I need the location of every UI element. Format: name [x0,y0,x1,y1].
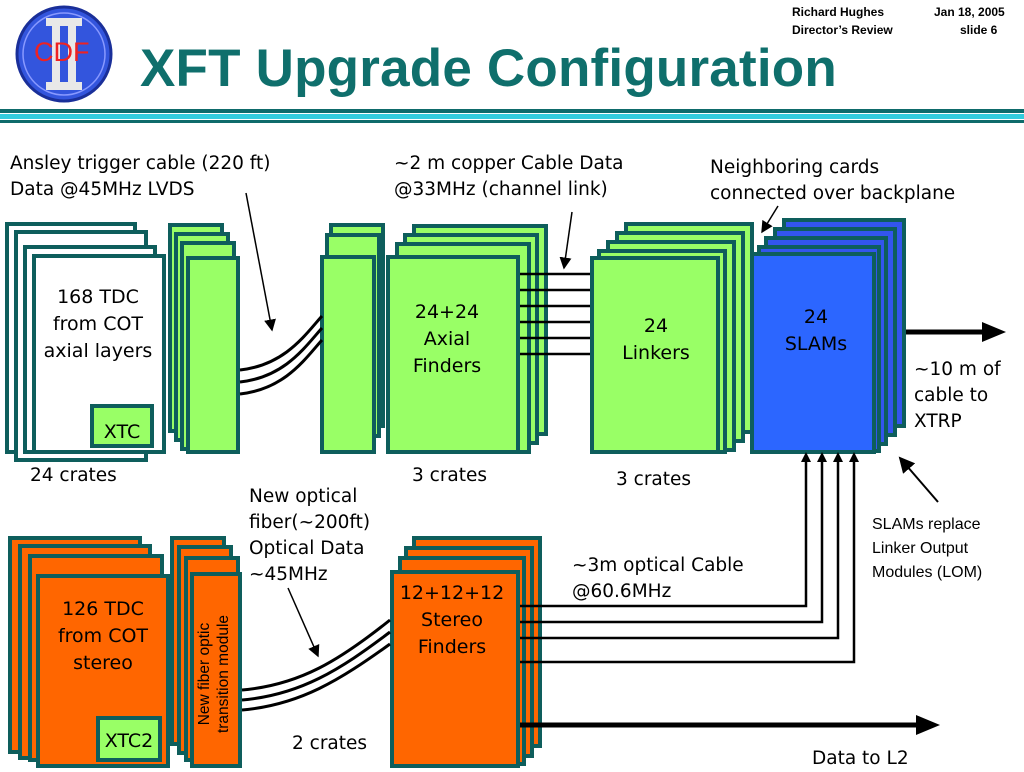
linkers-crate-count: 3 crates [616,469,692,490]
presentation-date: Jan 18, 2005 [934,5,1005,19]
channel-link-lines [520,272,590,356]
data-l2-note: Data to L2 [812,748,909,769]
slams-label: 24 SLAMs [784,306,848,355]
copper-cable-note: ~2 m copper Cable Data @33MHz (channel l… [394,153,624,200]
fiber-module [190,572,242,768]
slams-replace-note: SLAMs replace Linker Output Modules (LOM… [872,516,983,581]
cdf-logo: CDF [6,4,122,104]
header-divider-lower [0,120,1024,123]
tdc-stereo-label: 126 TDC from COT stereo [57,598,149,674]
transition-card [186,256,240,454]
stereo-cable-bundle [241,618,391,712]
event-name: Director’s Review [792,23,893,37]
header-divider [0,109,1024,113]
stereo-finders-label: 12+12+12 Stereo Finders [399,582,505,658]
stereo-finders-crate [390,570,520,768]
slide-number: slide 6 [960,23,998,37]
axial-cable-bundle [239,315,324,396]
linkers-label: 24 Linkers [622,315,690,364]
slams-crate [750,252,876,454]
l2-arrowhead [916,715,940,735]
slams-replace-pointer [898,456,939,503]
tdc-axial-label: 168 TDC from COT axial layers [43,286,153,362]
xtc2-label: XTC2 [104,730,154,752]
optical-cable-arrowheads [801,452,859,462]
axial-finders-crate [386,255,520,454]
xtc-board [90,404,154,448]
header-divider-accent [0,114,1024,119]
axial-finders-crate-count: 3 crates [412,465,488,486]
copper-pointer [559,211,573,270]
ansley-pointer [245,192,276,332]
optical-new-pointer [287,587,320,658]
neighbor-cards-note: Neighboring cards connected over backpla… [710,157,956,204]
optical-cables [520,456,856,664]
xtc2-board [96,716,162,762]
optical-3m-note: ~3m optical Cable @60.6MHz [572,555,744,602]
linkers-crate [590,256,720,454]
logo-text: CDF [34,37,90,67]
axial-rx-card [320,255,376,454]
xtrp-arrowhead [982,322,1006,342]
optical-new-note: New optical fiber(~200ft) Optical Data ~… [249,486,371,585]
neighbor-pointer [761,205,779,234]
page-title: XFT Upgrade Configuration [140,39,837,98]
axial-finders-label: 24+24 Axial Finders [412,301,482,377]
ansley-cable-note: Ansley trigger cable (220 ft) Data @45MH… [10,153,271,200]
xtrp-cable-note: ~10 m of cable to XTRP [914,359,1001,432]
tdc-axial-crate-count: 24 crates [30,465,117,486]
author-name: Richard Hughes [792,5,885,19]
xtc-label: XTC [103,421,141,443]
stereo-finders-crate-count: 2 crates [292,733,368,754]
